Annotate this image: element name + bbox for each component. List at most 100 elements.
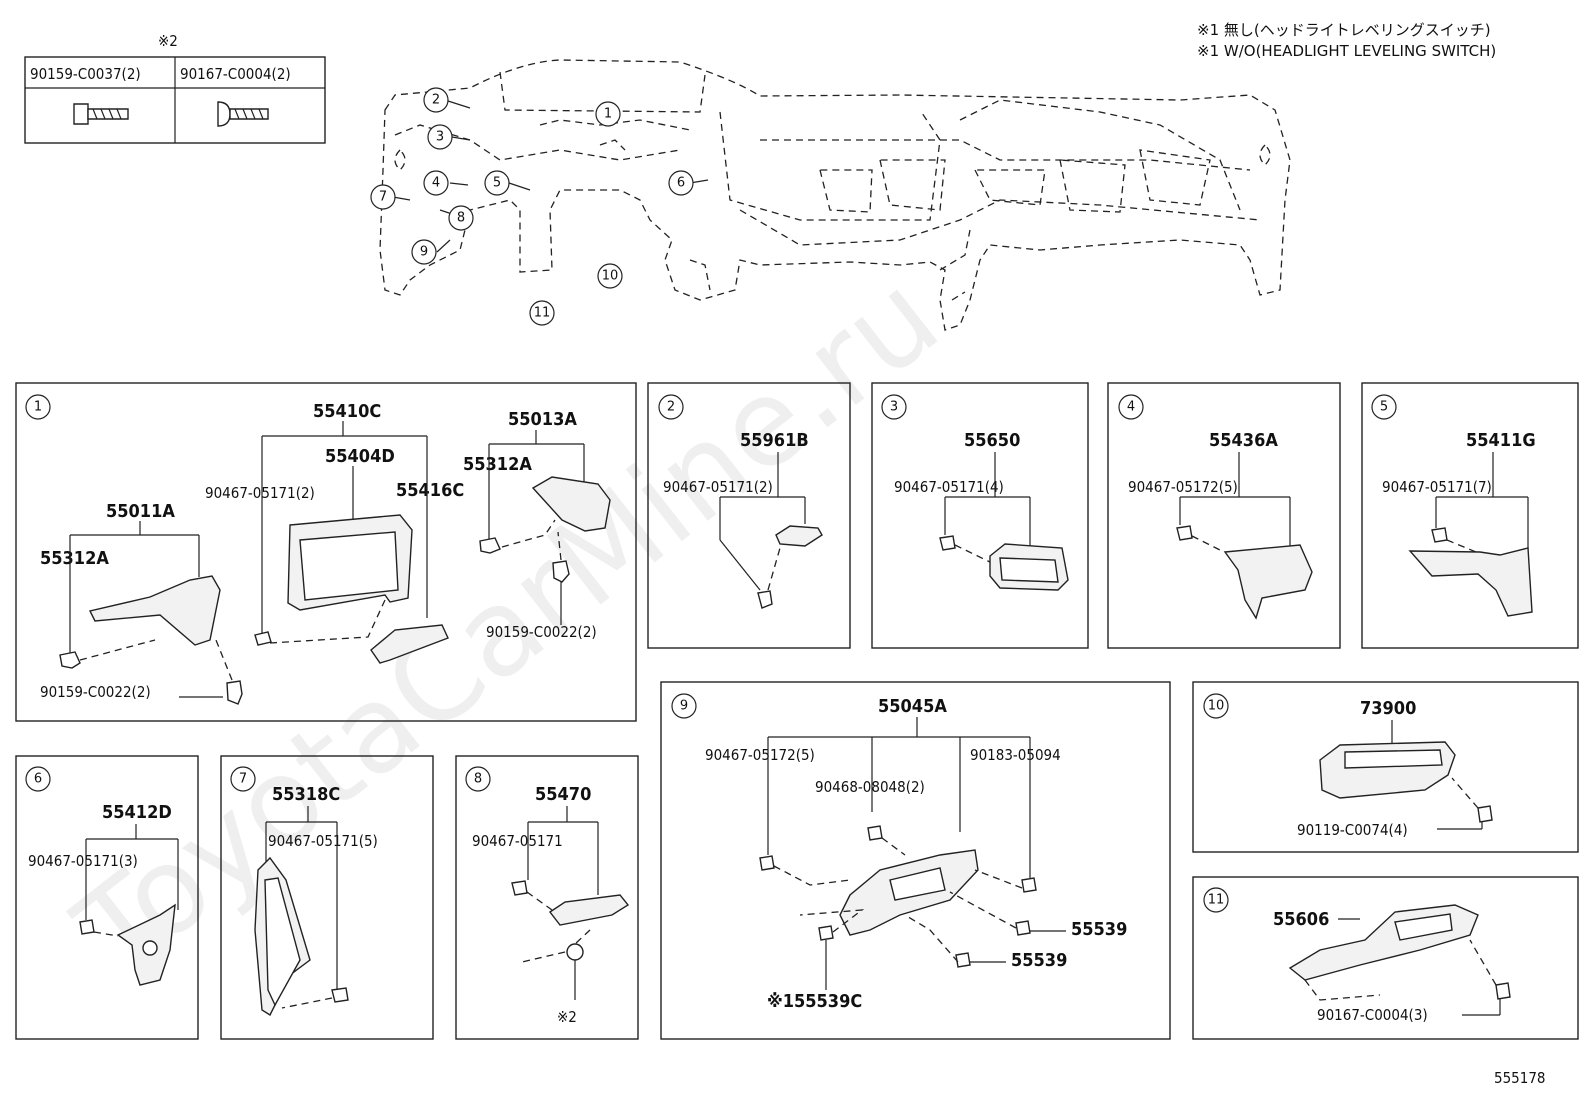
callout-7: 7 [370, 184, 396, 210]
clip [1176, 525, 1193, 541]
panel-7-number: 7 [239, 772, 247, 787]
panel-9-number: 9 [680, 699, 688, 714]
panel-8: 8 55470 90467-05171 ※2 [455, 755, 639, 1040]
label-90467-05171-7: 90467-05171(7) [1382, 478, 1492, 496]
screw-right [552, 560, 570, 583]
callout-6: 6 [668, 170, 694, 196]
label-90467-05171: 90467-05171 [472, 832, 563, 850]
panel-5: 5 55411G 90467-05171(7) [1361, 382, 1579, 649]
clip-55539-a [1015, 920, 1031, 936]
callout-1: 1 [595, 101, 621, 127]
label-55013A: 55013A [508, 409, 577, 430]
overview-callouts: 1 2 3 4 5 6 7 8 9 10 11 [370, 87, 694, 326]
label-90468-08048-2: 90468-08048(2) [815, 778, 925, 796]
label-90467-05172-5: 90467-05172(5) [705, 746, 815, 764]
screw-icon [217, 101, 269, 127]
panel-2: 2 55961B 90467-05171(2) [647, 382, 851, 649]
svg-text:7: 7 [379, 190, 387, 205]
label-55650: 55650 [964, 430, 1020, 451]
label-55410C: 55410C [313, 401, 381, 422]
panel-1: 1 55410C 55404D 90467-05171(2) 55416C 55… [15, 382, 637, 722]
label-55318C: 55318C [272, 784, 340, 805]
clip-55539C [818, 925, 834, 941]
clip [331, 987, 349, 1003]
label-90467-05171-3: 90467-05171(3) [28, 852, 138, 870]
panel-9: 9 55045A 90467-05172(5) 90183-05094 9046… [660, 681, 1171, 1040]
svg-text:11: 11 [534, 306, 551, 321]
panel-3-number: 3 [890, 400, 898, 415]
label-55312A-left: 55312A [40, 548, 109, 569]
dashboard-overview [379, 59, 1291, 331]
clip-b [867, 825, 883, 841]
part-55961B [775, 525, 823, 547]
table-part-2: 90167-C0004(2) [180, 65, 291, 83]
note-jp: ※1 無し(ヘッドライトレベリングスイッチ) [1197, 21, 1491, 39]
callout-11: 11 [529, 300, 555, 326]
table-part-1: 90159-C0037(2) [30, 65, 141, 83]
label-90119-C0074-4: 90119-C0074(4) [1297, 821, 1408, 839]
screw [1495, 982, 1511, 1000]
table-mark: ※2 [158, 32, 178, 50]
label-55436A: 55436A [1209, 430, 1278, 451]
label-55045A: 55045A [878, 696, 947, 717]
label-90467-05172-5: 90467-05172(5) [1128, 478, 1238, 496]
label-55411G: 55411G [1466, 430, 1536, 451]
callout-2: 2 [423, 87, 449, 113]
panel-6-number: 6 [34, 772, 42, 787]
svg-text:1: 1 [604, 107, 612, 122]
label-90159-C0022-right: 90159-C0022(2) [486, 623, 597, 641]
clip-left [59, 651, 81, 669]
note-en: ※1 W/O(HEADLIGHT LEVELING SWITCH) [1197, 42, 1496, 60]
clip-a [759, 855, 775, 871]
svg-text:10: 10 [602, 269, 619, 284]
fastener-table: ※2 90159-C0037(2) 90167-C0004(2) [24, 32, 326, 144]
panel-2-number: 2 [667, 400, 675, 415]
clip [939, 535, 956, 551]
panel-11-number: 11 [1208, 893, 1225, 908]
bolt-icon [73, 103, 129, 125]
label-90167-C0004-3: 90167-C0004(3) [1317, 1006, 1428, 1024]
panel-4-number: 4 [1127, 400, 1135, 415]
label-90183-05094: 90183-05094 [970, 746, 1061, 764]
part-55411G [1408, 547, 1533, 617]
label-90467-05171-5: 90467-05171(5) [268, 832, 378, 850]
label-55539C: ※155539C [767, 991, 862, 1012]
clip [79, 919, 95, 935]
label-90467-05171-2: 90467-05171(2) [205, 484, 315, 502]
label-mark-2: ※2 [557, 1008, 577, 1026]
callout-5: 5 [484, 170, 510, 196]
illustration-id: 555178 [1494, 1069, 1546, 1087]
label-90159-C0022-left: 90159-C0022(2) [40, 683, 151, 701]
svg-text:2: 2 [432, 93, 440, 108]
panel-10: 10 73900 90119-C0074(4) [1192, 681, 1579, 853]
clip-55539-b [955, 952, 971, 968]
label-90467-05171-2: 90467-05171(2) [663, 478, 773, 496]
part-55013A [531, 476, 611, 532]
label-55470: 55470 [535, 784, 591, 805]
clip [757, 590, 773, 609]
label-55404D: 55404D [325, 446, 395, 467]
label-55539-a: 55539 [1071, 919, 1127, 940]
label-73900: 73900 [1360, 698, 1416, 719]
svg-text:6: 6 [677, 176, 685, 191]
part-55436A [1223, 544, 1313, 620]
callout-9: 9 [411, 239, 437, 265]
screw-left [226, 680, 243, 705]
part-55416C [370, 624, 449, 664]
svg-text:8: 8 [457, 211, 465, 226]
panel-3: 3 55650 90467-05171(4) [871, 382, 1089, 649]
clip-mid [254, 631, 272, 646]
svg-text:5: 5 [493, 176, 501, 191]
panel-7: 7 55318C 90467-05171(5) [220, 755, 434, 1040]
screw [1477, 805, 1493, 823]
callout-10: 10 [597, 263, 623, 289]
callout-8: 8 [448, 205, 474, 231]
panel-4: 4 55436A 90467-05172(5) [1107, 382, 1341, 649]
label-55412D: 55412D [102, 802, 172, 823]
label-90467-05171-4: 90467-05171(4) [894, 478, 1004, 496]
svg-text:4: 4 [432, 176, 440, 191]
clip-c [1021, 877, 1037, 893]
svg-text:9: 9 [420, 245, 428, 260]
panel-10-number: 10 [1208, 699, 1225, 714]
